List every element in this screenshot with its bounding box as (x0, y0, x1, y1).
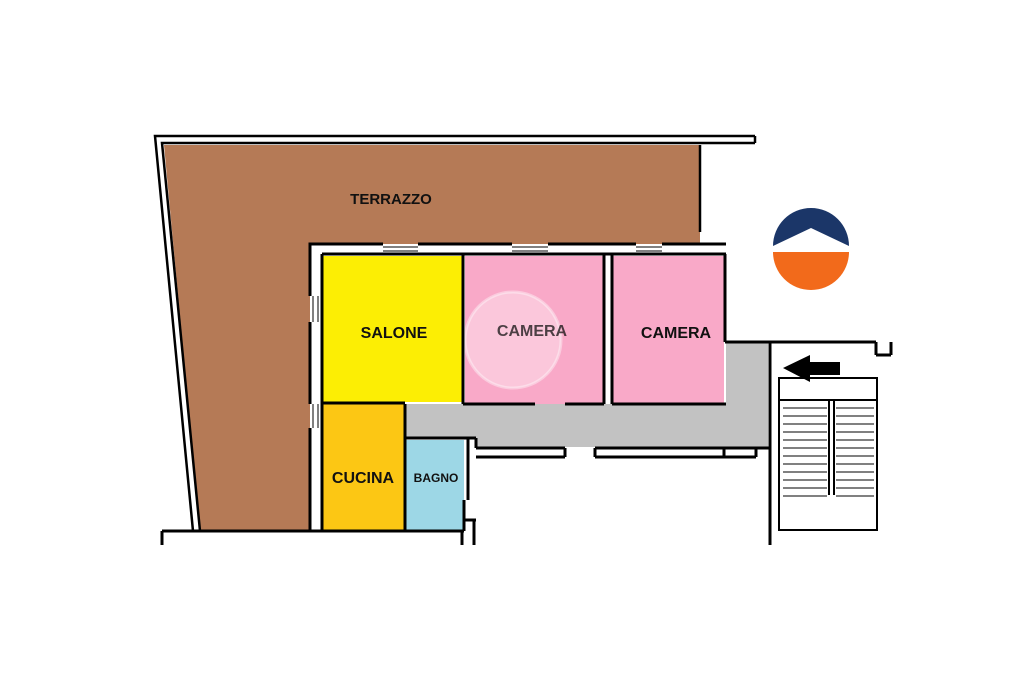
corridoio-area (405, 342, 768, 447)
walls (160, 242, 893, 545)
staircase-icon (778, 377, 878, 531)
salone-area (322, 256, 463, 402)
bagno-label: BAGNO (414, 471, 459, 485)
watermark-circle (465, 292, 561, 388)
salone-label: SALONE (361, 325, 428, 342)
terrazzo-label: TERRAZZO (350, 191, 432, 208)
window-marks (312, 246, 662, 428)
camera-label-1: CAMERA (497, 323, 568, 340)
watermark-ring (463, 290, 563, 390)
cucina-label: CUCINA (332, 470, 395, 487)
staircase-steps (783, 407, 874, 497)
terrazzo-area (164, 145, 700, 531)
house-roof-logo-icon (773, 208, 849, 290)
camera-area-2 (613, 256, 724, 404)
left-arrow-icon (783, 355, 840, 382)
cucina-area (322, 404, 404, 531)
terrace-parapet (153, 134, 757, 532)
camera-label-2: CAMERA (641, 325, 712, 342)
camera-area-1 (465, 256, 603, 404)
bagno-area (406, 440, 464, 531)
